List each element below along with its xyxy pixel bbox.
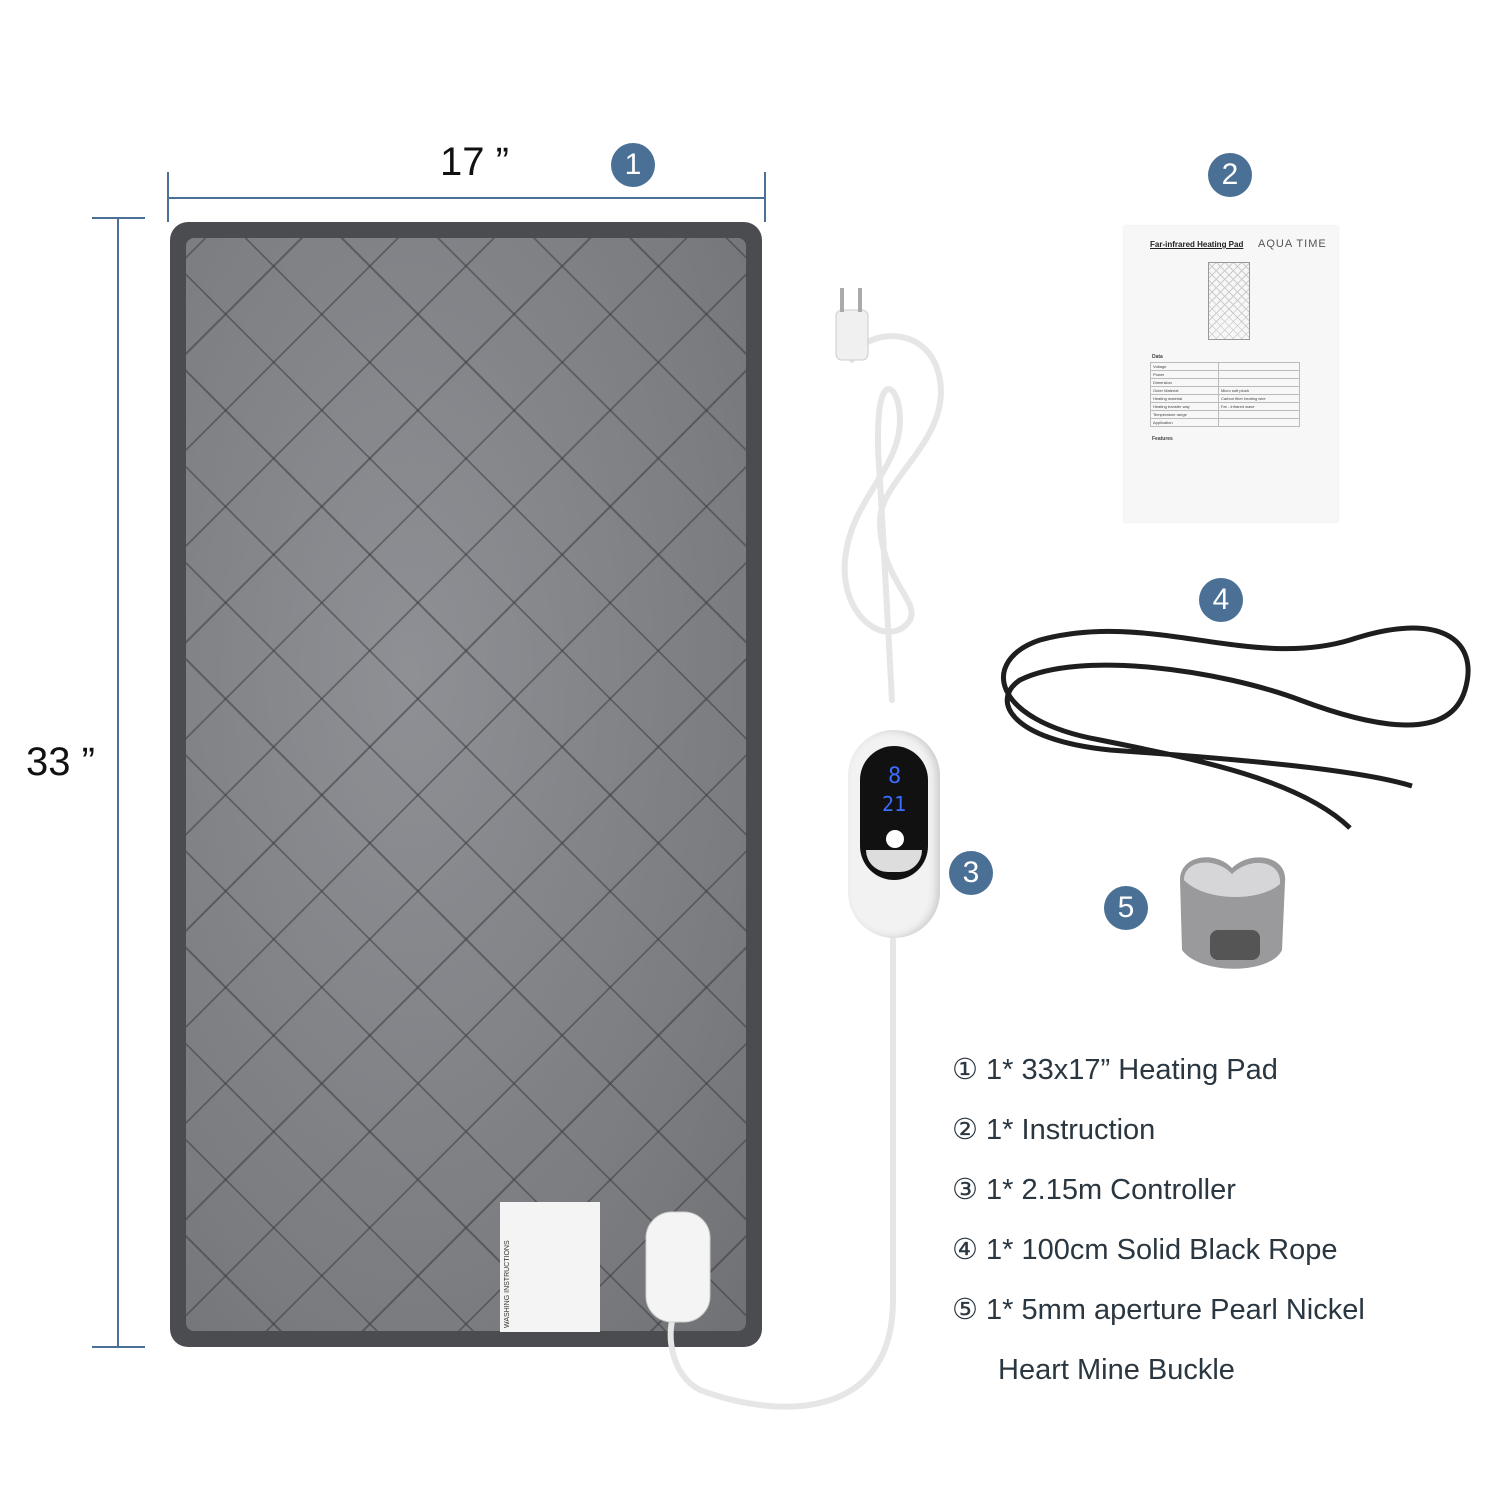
package-contents-list: ① 1* 33x17” Heating Pad ② 1* Instruction… — [952, 1048, 1365, 1408]
features-heading: Features — [1152, 436, 1173, 442]
display-timer: 21 — [882, 792, 907, 816]
spec-value — [1217, 418, 1301, 427]
list-item: ③ 1* 2.15m Controller — [952, 1174, 1236, 1206]
sheet-title: Far-infrared Heating Pad — [1150, 240, 1244, 249]
list-item: ④ 1* 100cm Solid Black Rope — [952, 1234, 1338, 1266]
badge-4: 4 — [1199, 578, 1243, 622]
list-item: ⑤ 1* 5mm aperture Pearl Nickel — [952, 1294, 1365, 1326]
pad-diagram — [1208, 262, 1250, 340]
power-button[interactable] — [886, 830, 904, 848]
connector-icon — [645, 1211, 711, 1323]
quilted-surface — [186, 238, 746, 1331]
instruction-sheet: Far-infrared Heating Pad AQUA TIME Data … — [1124, 226, 1338, 522]
badge-5: 5 — [1104, 886, 1148, 930]
display-level: 8 — [888, 764, 902, 789]
list-item: ① 1* 33x17” Heating Pad — [952, 1054, 1278, 1086]
badge-3: 3 — [949, 851, 993, 895]
controller: 8 21 — [848, 730, 940, 938]
plug-icon — [835, 309, 869, 361]
heart-buckle-icon — [1180, 857, 1286, 969]
width-label: 17 ” — [440, 140, 509, 184]
badge-2: 2 — [1208, 153, 1252, 197]
height-label: 33 ” — [26, 740, 95, 784]
data-heading: Data — [1152, 354, 1163, 360]
list-item: ② 1* Instruction — [952, 1114, 1156, 1146]
controller-screen: 8 21 — [860, 746, 928, 880]
control-buttons[interactable] — [866, 850, 922, 872]
badge-1: 1 — [611, 143, 655, 187]
list-item: Heart Mine Buckle — [998, 1354, 1235, 1386]
heating-pad: WASHING INSTRUCTIONS — [170, 222, 762, 1347]
brand-logo: AQUA TIME — [1258, 238, 1327, 250]
